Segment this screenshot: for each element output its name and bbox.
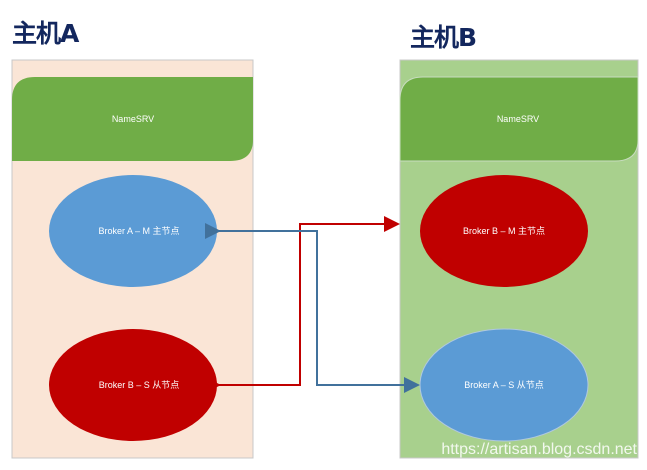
host-b-broker-master-label: Broker B – M 主节点 <box>463 225 545 236</box>
host-a-broker-b-slave <box>49 329 217 441</box>
host-b-broker-slave-label: Broker A – S 从节点 <box>464 380 544 390</box>
host-b-namesrv <box>399 76 639 162</box>
host-a-title: 主机A <box>12 19 79 48</box>
host-a-broker-a-master <box>49 175 217 287</box>
host-a-namesrv <box>12 77 253 161</box>
replication-arrow-broker-a <box>205 223 420 393</box>
host-b-namesrv-label: NameSRV <box>497 114 539 124</box>
host-a-broker-master-label: Broker A – M 主节点 <box>98 225 179 236</box>
host-b-broker-b-master <box>420 175 588 287</box>
host-a-namesrv-label: NameSRV <box>112 114 154 124</box>
watermark: https://artisan.blog.csdn.net <box>441 441 637 458</box>
host-b-broker-a-slave <box>419 328 589 442</box>
host-b-title: 主机B <box>410 23 477 52</box>
host-a-broker-slave-label: Broker B – S 从节点 <box>99 380 180 390</box>
